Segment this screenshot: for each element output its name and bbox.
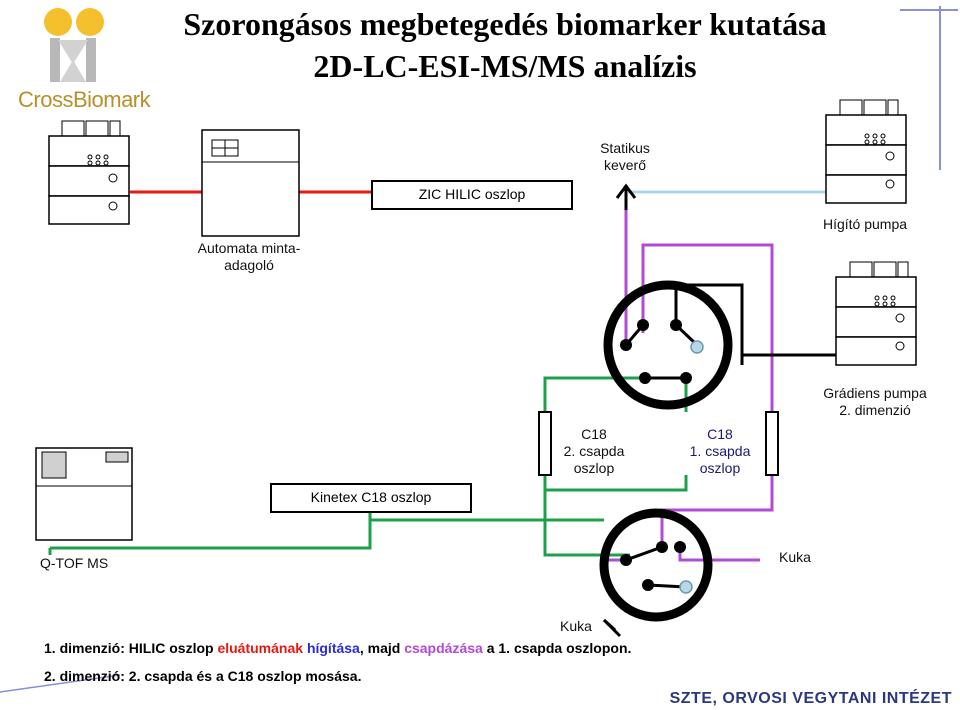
logo-text: CrossBiomark <box>18 87 151 112</box>
autosampler-label: Automata minta- adagoló <box>197 240 301 273</box>
qtof-ms-drawing <box>35 447 133 541</box>
waste-bottom-label: Kuka <box>560 618 592 634</box>
note1-prefix: 1. dimenzió: HILIC oszlop <box>44 640 218 656</box>
c18-trap-column-2 <box>538 411 552 476</box>
lower-switching-valve <box>599 508 713 638</box>
dilution-pump-label: Hígító pumpa <box>822 216 908 232</box>
c18-trap2-label: C18 2. csapda oszlop <box>563 426 625 476</box>
gradient-pump-label: Grádiens pumpa 2. dimenzió <box>823 385 927 418</box>
waste-right-label: Kuka <box>779 549 811 565</box>
c18-trap-column-1 <box>765 411 779 476</box>
qtof-label: Q-TOF MS <box>40 555 109 571</box>
hilic-column-box: ZIC HILIC oszlop <box>371 180 573 210</box>
c18-trap1-label: C18 1. csapda oszlop <box>689 426 751 476</box>
note1-blue: hígítása <box>306 640 360 656</box>
kinetex-column-box: Kinetex C18 oszlop <box>270 483 472 513</box>
note1-suffix: a 1. csapda oszlopon. <box>482 640 632 656</box>
footer-institute: SZTE, ORVOSI VEGYTANI INTÉZET <box>669 690 952 707</box>
note-dimension-2: 2. dimenzió: 2. csapda és a C18 oszlop m… <box>44 668 362 684</box>
note1-red: eluátumának <box>217 640 304 656</box>
note1-purple: csapdázása <box>404 640 483 656</box>
slide-border <box>0 6 958 693</box>
dilution-pump-stack <box>825 99 907 204</box>
gradient-pump-line <box>740 345 836 365</box>
gradient-pump-stack <box>835 261 917 366</box>
valve-connector <box>674 283 744 355</box>
page-title: Szorongásos megbetegedés biomarker kutat… <box>183 6 827 42</box>
autosampler-drawing <box>201 129 300 237</box>
static-mixer-label: Statikus keverő <box>600 140 650 173</box>
page-subtitle: 2D-LC-ESI-MS/MS analízis <box>313 48 697 84</box>
note-dimension-1: 1. dimenzió: HILIC oszlop eluátumának hí… <box>44 640 631 656</box>
upper-switching-valve <box>603 280 733 410</box>
note1-mid: , majd <box>359 640 405 656</box>
hilic-pump-stack <box>48 120 130 225</box>
crossbiomark-logo <box>44 8 104 82</box>
